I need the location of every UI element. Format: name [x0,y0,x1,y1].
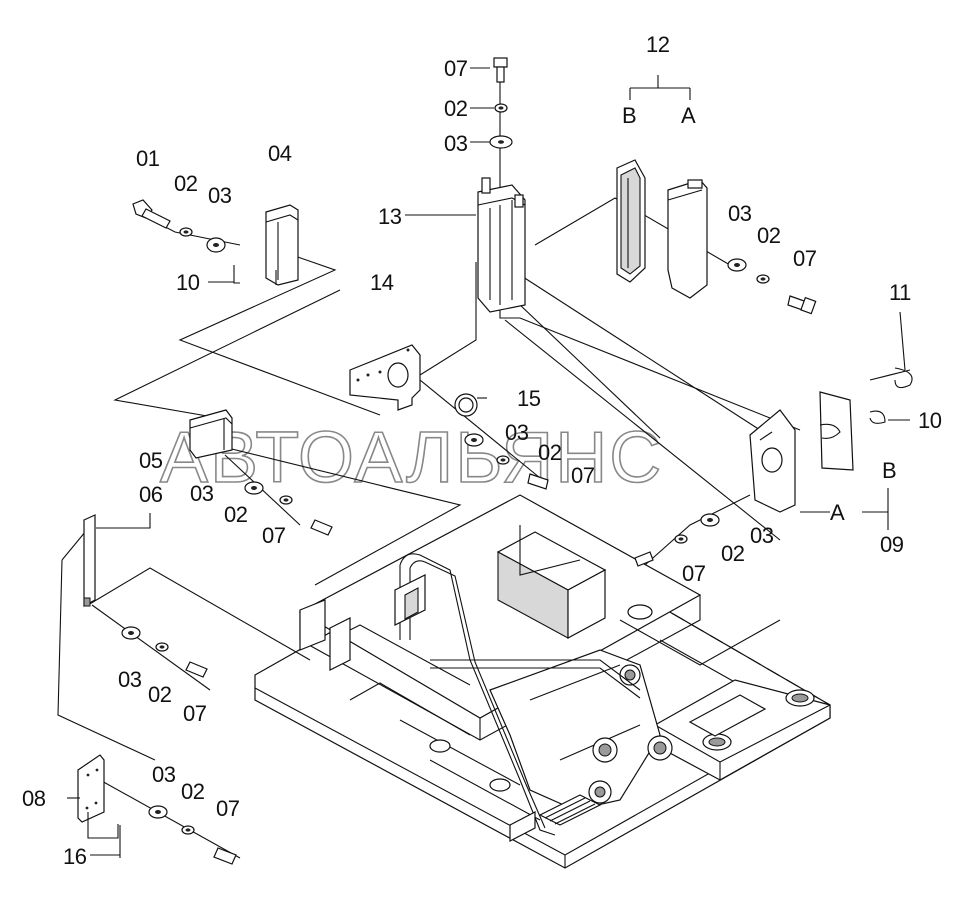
hardware-right-top [727,258,817,315]
plate-left [83,514,96,608]
hardware-right-mid [634,513,720,567]
hardware-bottom [148,805,237,865]
label-12: 12 [646,32,670,57]
hardware-left-low [121,626,208,678]
label-03-left-bottom: 03 [118,667,142,692]
bracket-04 [233,204,299,286]
cover-12b [616,159,646,283]
label-10-left: 10 [176,270,200,295]
bolt-01 [132,199,171,229]
label-07-center: 07 [571,463,595,488]
label-09-a: A [830,500,845,525]
label-03-upper-left: 03 [208,183,232,208]
label-02-left-bottom: 02 [148,682,172,707]
label-10-right: 10 [918,408,942,433]
label-05: 05 [139,448,163,473]
bolt-07-top [493,57,508,83]
label-12-b: B [622,103,636,128]
washer-03-ul [206,237,226,253]
grommet-15 [454,393,478,417]
plate-08 [77,754,105,823]
label-07-top: 07 [444,56,468,81]
label-03-right: 03 [728,201,752,226]
label-08: 08 [22,786,46,811]
label-03-top: 03 [444,131,468,156]
label-14: 14 [370,270,394,295]
lock-washer-02-top [494,103,508,113]
label-04: 04 [268,141,292,166]
label-07-right: 07 [793,246,817,271]
lock-washer-02-ul [179,227,193,237]
label-07-left-bottom: 07 [183,701,207,726]
label-15: 15 [517,386,541,411]
label-11: 11 [889,280,911,305]
bracket-16 [87,812,121,858]
label-02-right: 02 [757,223,781,248]
label-02-center: 02 [538,440,562,465]
main-frame [254,494,831,869]
label-06: 06 [139,482,163,507]
watermark-text: АВТОАЛЬЯНС [160,418,663,498]
label-03-mid: 03 [190,481,214,506]
clip-11 [894,367,913,389]
washer-03-top [489,135,513,149]
label-12-a: A [681,103,696,128]
label-02-upper-left: 02 [174,171,198,196]
label-02-top: 02 [444,96,468,121]
label-07-bottom: 07 [216,796,240,821]
label-01: 01 [136,146,160,171]
label-02-right-bottom: 02 [721,541,745,566]
panel-09a [749,409,796,513]
bracket-13 [477,177,526,313]
label-09-b: B [882,458,896,483]
bracket-05 [189,409,233,459]
label-07-mid: 07 [262,523,286,548]
hardware-mid-left [244,481,333,536]
hardware-center [464,433,549,490]
label-13: 13 [378,204,402,229]
label-03-center: 03 [505,420,529,445]
cover-12a [667,179,708,299]
label-09: 09 [880,532,904,557]
label-02-mid: 02 [224,502,248,527]
label-16: 16 [63,844,87,869]
label-02-bottom: 02 [181,779,205,804]
clip-10-right [869,410,886,424]
label-07-right-bottom: 07 [682,561,706,586]
plate-14 [349,344,421,411]
panel-09b [819,391,854,471]
callout-labels: 07 02 03 12 B A 13 03 02 07 01 02 03 04 … [22,32,942,869]
callout-leaders [67,67,910,856]
label-03-bottom: 03 [152,762,176,787]
label-03-right-bottom: 03 [750,523,774,548]
